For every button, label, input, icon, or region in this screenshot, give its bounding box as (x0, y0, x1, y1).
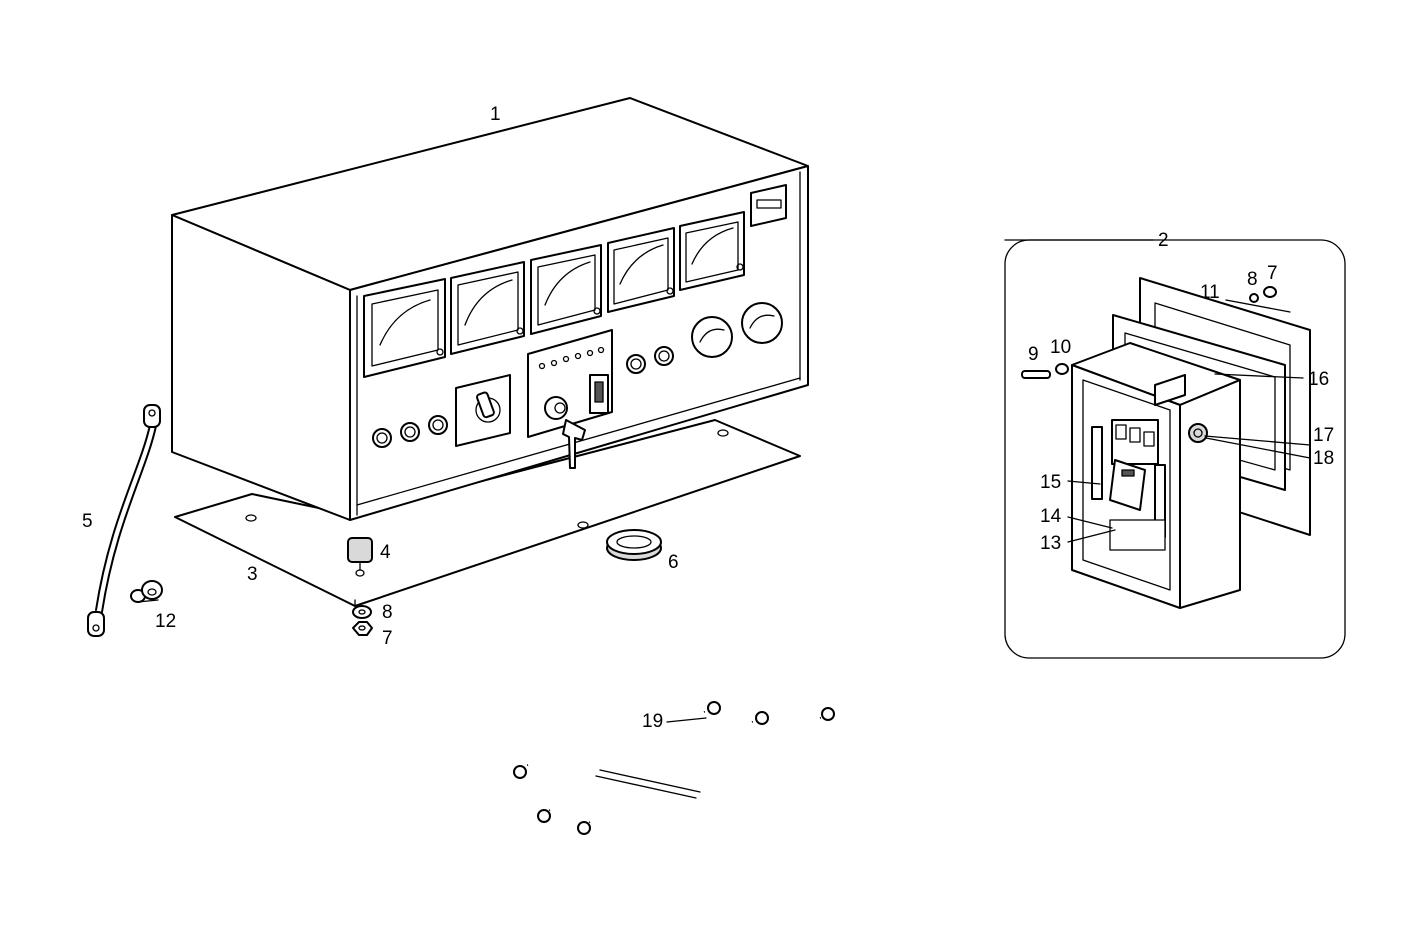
callout-16: 16 (1308, 369, 1329, 390)
callout-11: 11 (1200, 282, 1220, 303)
meter-3 (530, 244, 602, 335)
callout-15: 15 (1040, 472, 1061, 493)
detail-frame (1004, 239, 1346, 659)
selector-switch (455, 374, 511, 447)
meter-1 (363, 278, 446, 378)
callout-7a: 7 (382, 628, 393, 649)
round-gauges (691, 302, 783, 358)
callout-1: 1 (490, 104, 501, 125)
meter-4 (607, 227, 675, 313)
callout-7b: 7 (1267, 263, 1278, 284)
callout-18: 18 (1313, 448, 1334, 469)
callout-13: 13 (1040, 533, 1061, 554)
base-plate (174, 419, 801, 607)
cable-clamp (130, 580, 163, 603)
callout-19: 19 (642, 711, 663, 732)
antivibration-mount (347, 537, 373, 577)
washer-and-nut (352, 605, 373, 636)
callout-10: 10 (1050, 337, 1071, 358)
grommet (606, 529, 662, 561)
indicator-lamps (372, 346, 674, 448)
callout-6: 6 (668, 552, 679, 573)
callout-17: 17 (1313, 425, 1334, 446)
hour-counter (750, 184, 787, 227)
meter-2 (450, 261, 525, 355)
callout-5: 5 (82, 511, 93, 532)
callout-4: 4 (380, 542, 391, 563)
meter-5 (679, 211, 745, 291)
battery-cable (87, 404, 161, 637)
callout-8b: 8 (1247, 269, 1258, 290)
breaker-assembly (1021, 277, 1311, 609)
callout-12: 12 (155, 611, 176, 632)
leader-lines (666, 239, 1311, 723)
callout-3: 3 (247, 564, 258, 585)
callout-8a: 8 (382, 602, 393, 623)
callout-2: 2 (1158, 230, 1169, 251)
key-switch-panel (527, 329, 613, 469)
callout-labels: 1 2 3 4 5 6 7 7 8 8 9 10 11 12 13 14 15 … (82, 104, 1334, 732)
callout-14: 14 (1040, 506, 1062, 527)
callout-9: 9 (1028, 344, 1039, 365)
control-cabinet (171, 97, 809, 521)
